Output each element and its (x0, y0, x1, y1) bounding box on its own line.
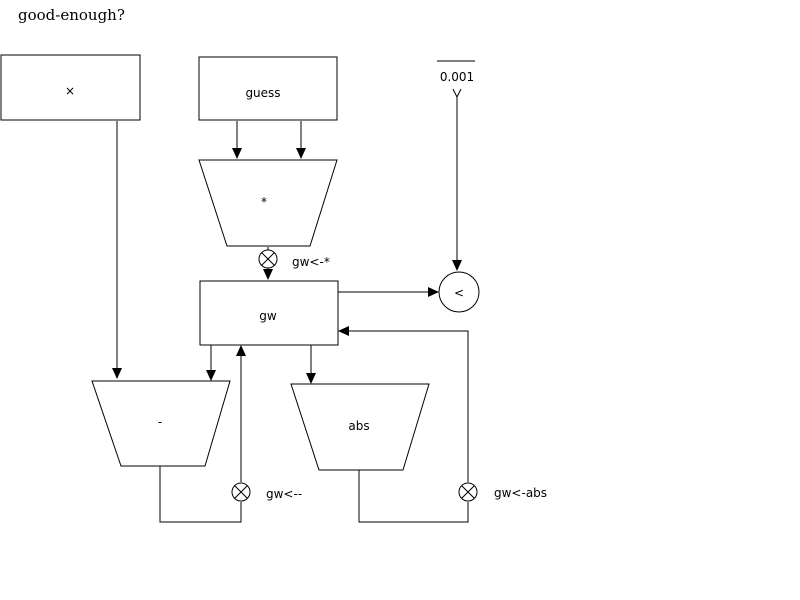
junction-gw-mul (258, 249, 278, 269)
junction-gw-abs (458, 482, 478, 502)
subtract-operator-label: - (158, 415, 162, 429)
guess-input-box: guess (198, 56, 338, 121)
wire-guess-to-multiply-left (232, 121, 242, 159)
wire-gw-to-less-than (338, 287, 439, 297)
constant-output-caret (452, 88, 462, 99)
x-input-label: × (65, 84, 75, 98)
junction-gw-abs-label: gw<-abs (494, 486, 547, 500)
constant-node: 0.001 (437, 60, 475, 99)
wire-constant-to-less-than (452, 97, 462, 271)
wire-guess-to-multiply-right (296, 121, 306, 159)
junction-gw-sub (231, 482, 251, 502)
wire-gw-to-subtract (206, 345, 216, 381)
junction-gw-sub-label: gw<-- (266, 487, 302, 501)
multiply-operator: * (198, 159, 338, 247)
diagram-title: good-enough? (18, 6, 125, 24)
multiply-operator-label: * (261, 195, 267, 209)
abs-operator: abs (290, 383, 430, 471)
less-than-operator-label: < (454, 286, 464, 300)
wire-gw-to-abs (306, 345, 316, 384)
subtract-operator: - (91, 380, 231, 467)
wire-abs-to-gw (338, 326, 469, 523)
x-input-box: × (0, 54, 141, 121)
wire-subtract-to-gw (159, 345, 246, 523)
less-than-operator: < (438, 271, 480, 313)
wire-x-to-subtract (112, 121, 122, 379)
abs-operator-label: abs (348, 419, 369, 433)
gw-register-label: gw (259, 309, 277, 323)
gw-register-box: gw (199, 280, 339, 346)
junction-gw-mul-label: gw<-* (292, 255, 330, 269)
guess-input-label: guess (245, 86, 280, 100)
constant-value: 0.001 (440, 70, 474, 84)
